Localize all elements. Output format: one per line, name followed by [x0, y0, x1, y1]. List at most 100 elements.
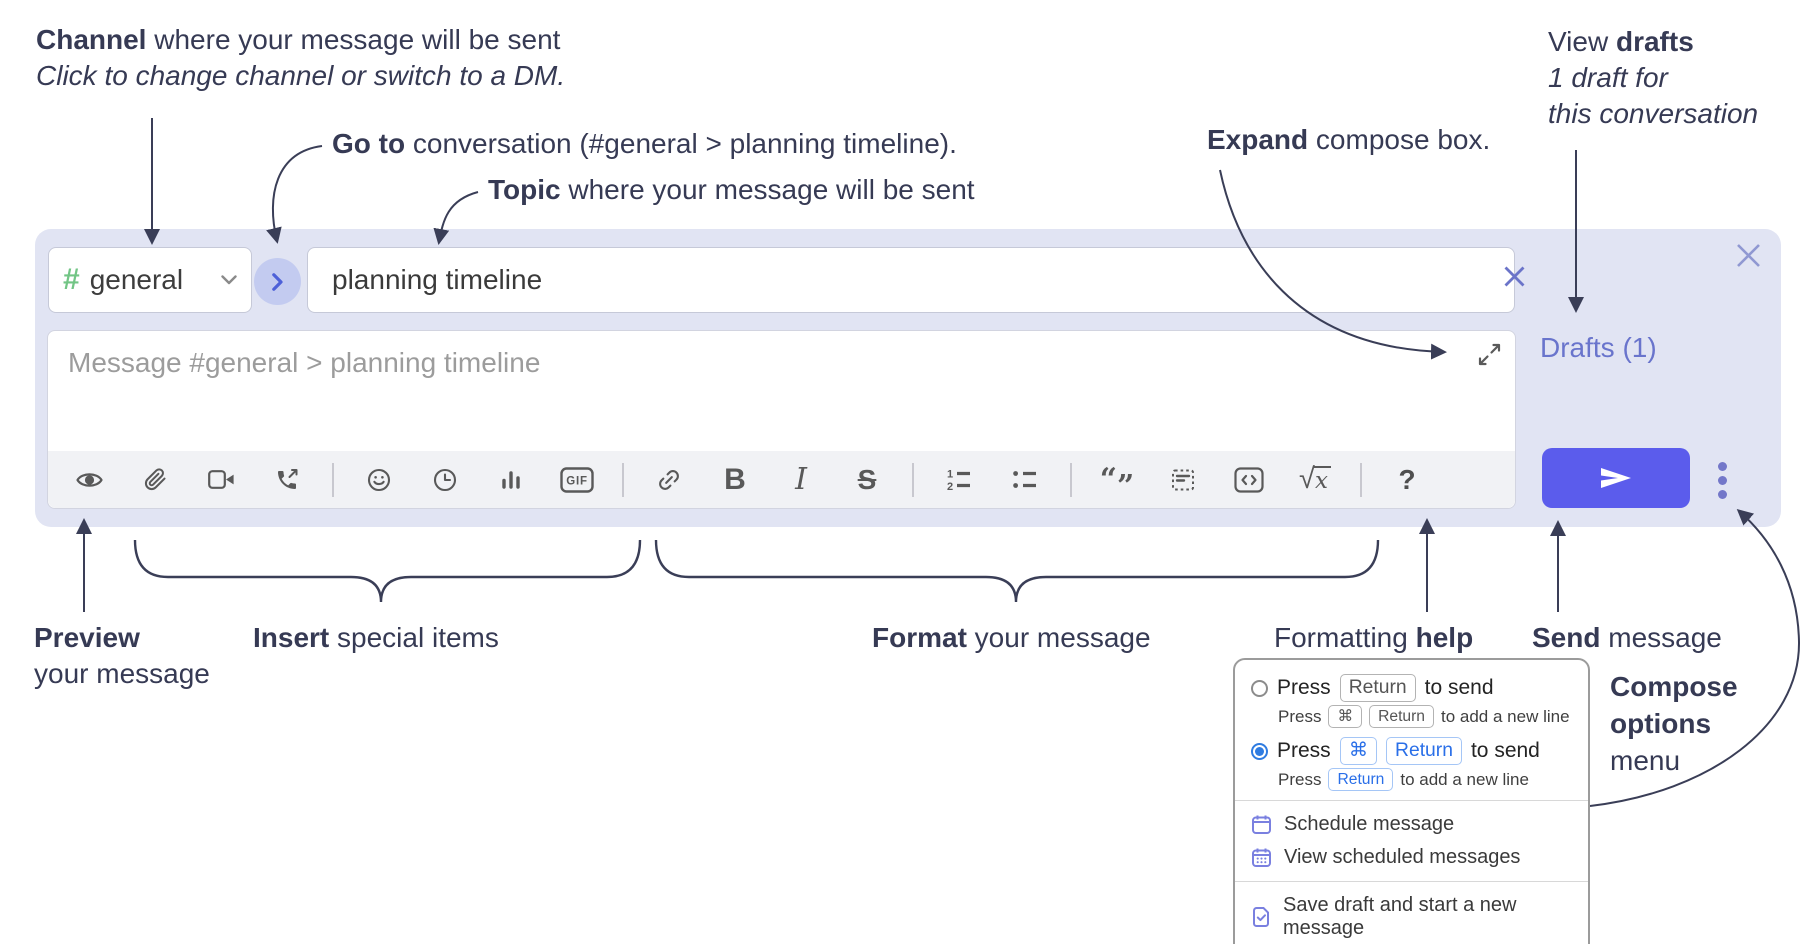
annotation-expand: Expand compose box.: [1207, 124, 1491, 155]
svg-text:1: 1: [947, 469, 953, 481]
channel-hash-icon: #: [63, 263, 80, 296]
menu-item-save-draft-new-message[interactable]: Save draft and start a new message: [1235, 889, 1588, 944]
annotation-preview: Preview your message: [34, 622, 210, 689]
italic-button[interactable]: I: [778, 459, 824, 501]
menu-item-schedule-message[interactable]: Schedule message: [1235, 808, 1588, 841]
annotation-view-drafts: View drafts 1 draft for this conversatio…: [1548, 26, 1759, 129]
smiley-icon: [367, 468, 391, 491]
code-button[interactable]: [1226, 459, 1272, 501]
bar-chart-icon: [502, 470, 520, 489]
bulleted-list-icon: [1013, 471, 1036, 488]
toolbar-divider: [1360, 462, 1362, 497]
kbd-return: Return: [1339, 674, 1416, 703]
option-enter-sends-hint: Press ⌘ Return to add a new line: [1278, 705, 1572, 729]
radio-selected[interactable]: [1251, 742, 1268, 760]
annotation-goto: Go to conversation (#general > planning …: [332, 128, 957, 159]
bold-icon: B: [724, 462, 746, 496]
math-button[interactable]: √x: [1292, 459, 1338, 501]
latex-math-icon: √x: [1299, 463, 1331, 496]
annotation-channel-bold: Channel: [36, 24, 147, 55]
clear-topic-button[interactable]: [1503, 265, 1526, 291]
question-mark-icon: ?: [1398, 463, 1416, 495]
annotation-channel-sub: Click to change channel or switch to a D…: [36, 60, 566, 91]
numbered-list-button[interactable]: 1 2: [936, 459, 982, 501]
toolbar-divider: [912, 462, 914, 497]
send-icon: [1601, 468, 1631, 488]
annotation-format: Format your message: [872, 622, 1151, 653]
spoiler-icon: [1172, 469, 1194, 490]
channel-name: general: [89, 264, 184, 295]
link-icon: [659, 469, 679, 490]
add-gif-button[interactable]: GIF: [554, 459, 600, 501]
topic-input[interactable]: [307, 247, 1515, 313]
bulleted-list-button[interactable]: [1002, 459, 1048, 501]
drafts-link[interactable]: Drafts (1): [1540, 332, 1657, 363]
video-camera-icon: [207, 470, 234, 489]
annotation-insert: Insert special items: [253, 622, 499, 653]
calendar-grid-icon: [1251, 847, 1272, 868]
kbd-cmd: ⌘: [1339, 737, 1377, 766]
kbd-cmd: ⌘: [1328, 705, 1363, 729]
strikethrough-icon: S: [857, 463, 877, 495]
strikethrough-button[interactable]: S: [844, 459, 890, 501]
quote-button[interactable]: “”: [1094, 459, 1140, 501]
compose-options-menu: Press Return to send Press ⌘ Return to a…: [1233, 658, 1590, 944]
add-poll-button[interactable]: [488, 459, 534, 501]
expand-icon: [1478, 343, 1501, 366]
add-global-time-button[interactable]: [422, 459, 468, 501]
close-icon: [1737, 244, 1760, 267]
option-cmd-enter-sends-hint: Press Return to add a new line: [1278, 768, 1572, 792]
radio-unselected[interactable]: [1251, 679, 1268, 697]
calendar-icon: [1251, 814, 1272, 835]
compose-toolbar: GIF B I S: [48, 451, 1515, 508]
spoiler-button[interactable]: [1160, 459, 1206, 501]
paperclip-icon: [144, 468, 166, 491]
code-icon: [1234, 466, 1264, 493]
clock-icon: [433, 468, 457, 491]
menu-divider: [1235, 800, 1588, 802]
add-voice-call-button[interactable]: [264, 459, 310, 501]
annotation-compose-options: Compose options menu: [1610, 671, 1738, 776]
add-video-call-button[interactable]: [198, 459, 244, 501]
svg-text:GIF: GIF: [566, 475, 588, 487]
numbered-list-icon: 1 2: [947, 469, 970, 491]
annotation-channel-rest: where your message will be sent: [146, 24, 561, 55]
link-button[interactable]: [646, 459, 692, 501]
compose-options-menu-button[interactable]: [1711, 454, 1733, 506]
phone-call-icon: [278, 468, 298, 489]
bold-button[interactable]: B: [712, 459, 758, 501]
toolbar-divider: [332, 462, 334, 497]
message-input[interactable]: [48, 331, 1515, 451]
quote-icon: “”: [1099, 461, 1135, 504]
emoji-button[interactable]: [356, 459, 402, 501]
close-compose-button[interactable]: [1735, 242, 1762, 272]
menu-divider: [1235, 881, 1588, 883]
channel-selector[interactable]: # general: [48, 247, 252, 313]
eye-icon: [75, 472, 103, 487]
kbd-return: Return: [1386, 737, 1462, 766]
toolbar-divider: [622, 462, 624, 497]
italic-icon: I: [795, 462, 807, 497]
option-enter-sends[interactable]: Press Return to send: [1251, 674, 1572, 703]
option-cmd-enter-sends[interactable]: Press ⌘ Return to send: [1251, 737, 1572, 766]
message-box: GIF B I S: [47, 330, 1516, 509]
svg-text:2: 2: [947, 481, 953, 491]
goto-conversation-button[interactable]: [254, 258, 301, 305]
menu-item-view-scheduled-messages[interactable]: View scheduled messages: [1235, 841, 1588, 874]
close-icon: [1504, 266, 1525, 287]
preview-button[interactable]: [66, 459, 112, 501]
annotation-channel: Channel where your message will be sent …: [36, 22, 565, 94]
vertical-ellipsis-icon: [1717, 461, 1727, 499]
annotation-send: Send message: [1532, 622, 1722, 653]
annotation-formatting-help: Formatting help: [1274, 622, 1474, 653]
expand-compose-button[interactable]: [1477, 342, 1502, 370]
toolbar-divider: [1070, 462, 1072, 497]
kbd-return: Return: [1328, 768, 1394, 792]
document-check-icon: [1251, 906, 1271, 928]
attach-file-button[interactable]: [132, 459, 178, 501]
message-formatting-help-button[interactable]: ?: [1384, 459, 1430, 501]
compose-box: # general: [35, 229, 1781, 527]
chevron-down-icon: [221, 275, 237, 285]
send-button[interactable]: [1542, 448, 1690, 508]
